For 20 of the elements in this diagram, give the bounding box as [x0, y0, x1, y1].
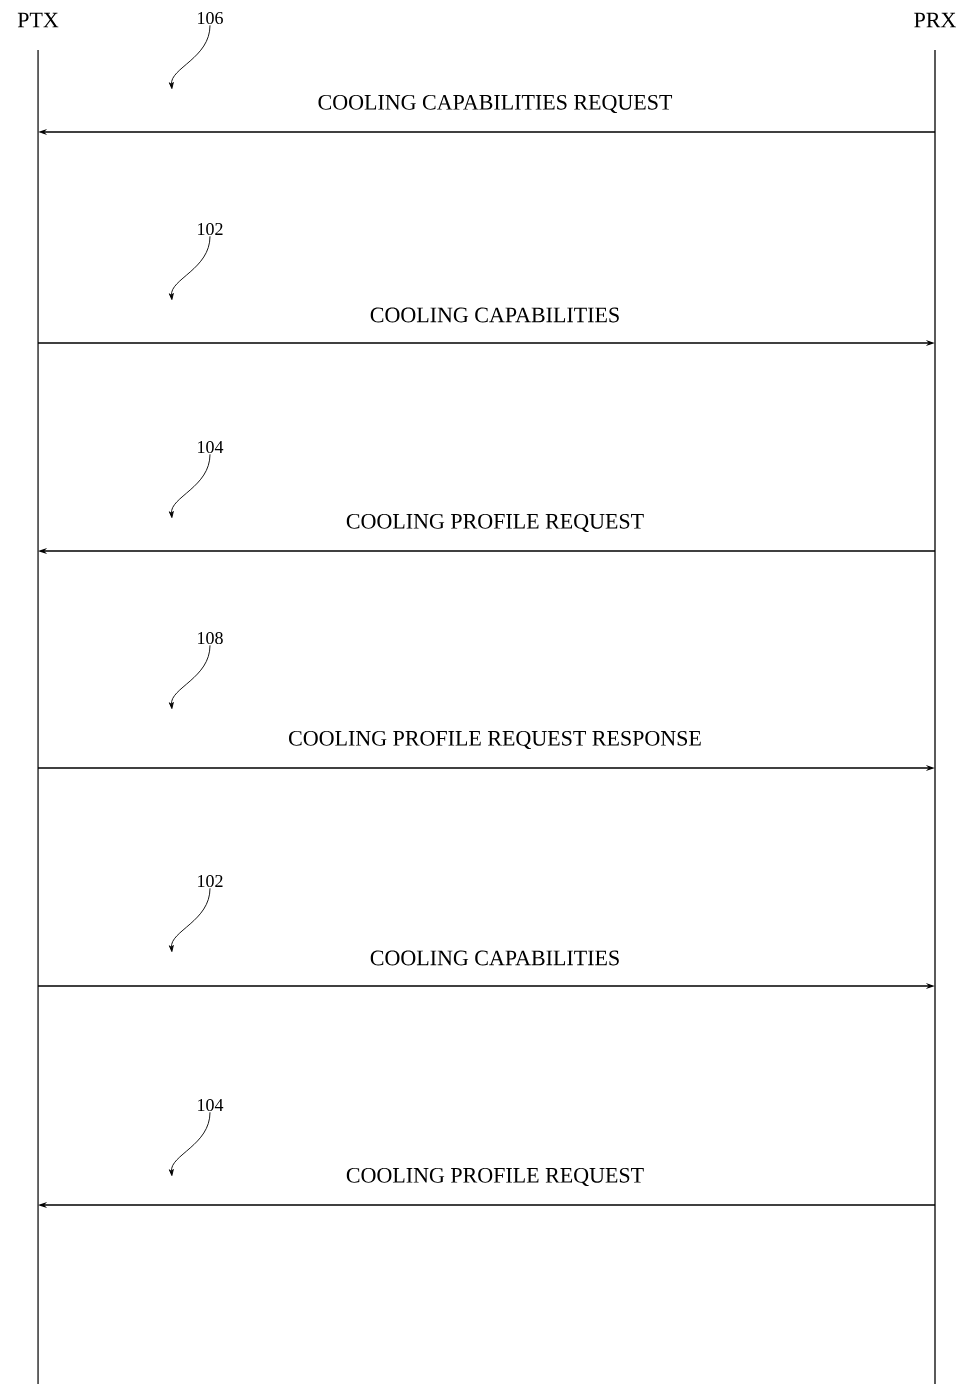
edge-label: COOLING CAPABILITIES	[370, 950, 619, 966]
reference-numeral: 108	[198, 631, 223, 645]
leader-line	[168, 644, 211, 710]
leader-line	[168, 24, 211, 90]
reference-numeral: 104	[198, 1098, 224, 1112]
leader-line	[168, 235, 211, 301]
leader-line	[168, 887, 211, 953]
reference-numeral: 102	[198, 874, 223, 888]
leader-line	[168, 453, 211, 519]
reference-numeral: 104	[198, 440, 224, 454]
edge-label: COOLING PROFILE REQUEST	[346, 1167, 644, 1187]
edge-label: COOLING PROFILE REQUEST RESPONSE	[289, 730, 701, 750]
lifeline: PTX	[17, 12, 59, 1384]
lifeline: PRX	[914, 12, 956, 1384]
reference-numeral: 106	[198, 11, 223, 25]
reference-numeral: 102	[198, 222, 223, 236]
edge-label: COOLING CAPABILITIES	[370, 307, 619, 323]
edge-label: COOLING PROFILE REQUEST	[346, 513, 644, 533]
leader-line	[168, 1111, 211, 1177]
edge-label: COOLING CAPABILITIES REQUEST	[318, 94, 673, 114]
